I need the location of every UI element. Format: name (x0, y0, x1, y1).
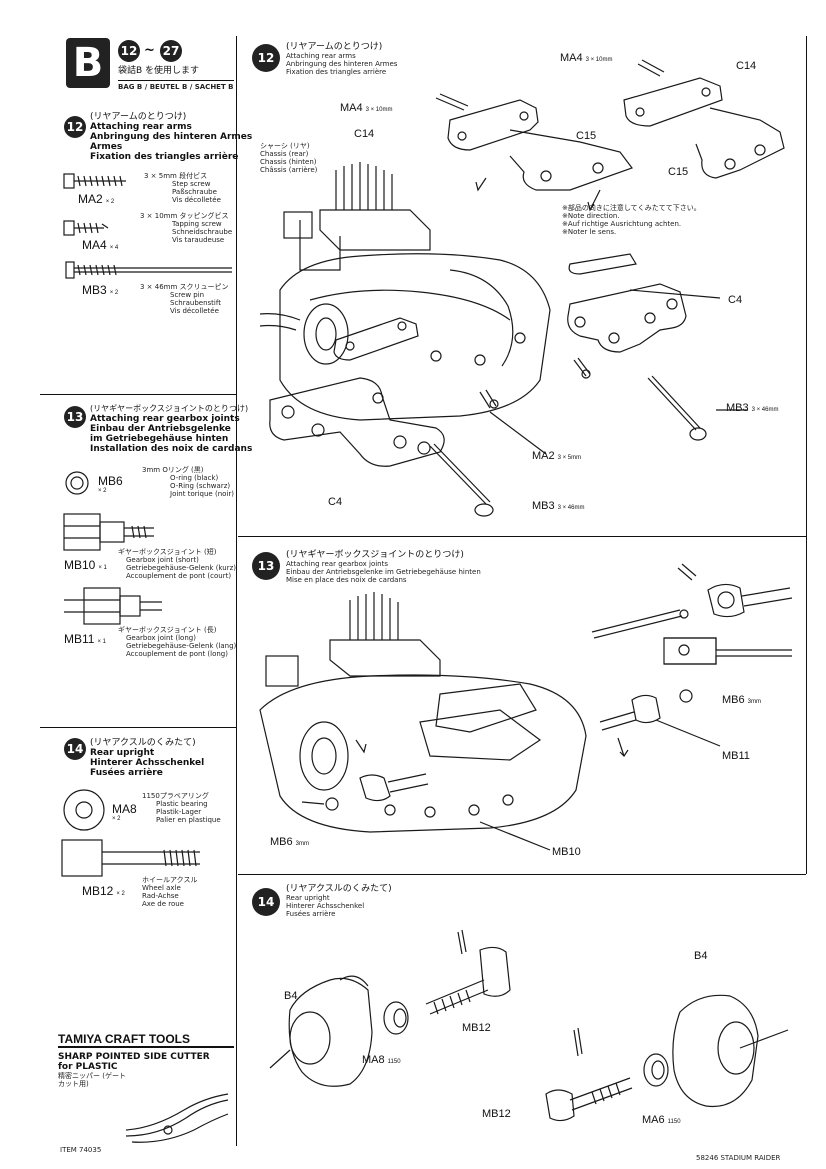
part-code-mb12: MB12× 2 (82, 884, 125, 898)
divider-step12-13 (238, 536, 806, 537)
ma8-bearing-icon (63, 789, 105, 831)
promo-box: TAMIYA CRAFT TOOLS SHARP POINTED SIDE CU… (58, 1032, 234, 1088)
diagram13-title: (リヤギヤーボックスジョイントのとりつけ) Attaching rear gea… (286, 550, 481, 584)
parts-step13-title: (リヤギヤーボックスジョイントのとりつけ) Attaching rear gea… (90, 404, 253, 454)
promo-line2: for PLASTIC (58, 1062, 118, 1072)
part-code-ma4: MA4× 4 (82, 238, 119, 252)
diagram14-assembly-drawing (269, 929, 789, 1122)
part-desc-ma2: 3 × 5mm 段付ビス Step screw Paßschraube Vis … (144, 172, 221, 204)
part-desc-ma4: 3 × 10mm タッピングビス Tapping screw Schneidsc… (140, 212, 233, 244)
mb6-oring-icon (65, 471, 89, 495)
diagram14-title: (リヤアクスルのくみたて) Rear upright Hinterer Achs… (286, 884, 392, 918)
divider-parts-12-13 (40, 394, 236, 395)
diagram12-label-c14-b: C14 (736, 60, 757, 72)
divider-right-edge (806, 36, 807, 874)
parts-step14-title: (リヤアクスルのくみたて) Rear upright Hinterer Achs… (90, 738, 205, 778)
part-code-mb11: MB11× 1 (64, 632, 106, 646)
diagram13-badge: 13 (252, 552, 280, 580)
part-code-mb3: MB3× 2 (82, 283, 119, 297)
part-code-ma8: MA8× 2 (112, 802, 137, 822)
divider-parts-13-14 (40, 727, 236, 728)
step-from-badge: 12 (118, 40, 140, 62)
mb11-joint-icon (64, 587, 162, 625)
part-code-ma2: MA2× 2 (78, 192, 115, 206)
bag-header: B 12 ~ 27 袋詰B を使用します BAG B / BEUTEL B / … (60, 38, 236, 94)
promo-line1: SHARP POINTED SIDE CUTTER (58, 1052, 210, 1062)
part-desc-mb6: 3mm Oリング (黒) O-ring (black) O-Ring (schw… (142, 466, 234, 498)
part-desc-mb3: 3 × 46mm スクリューピン Screw pin Schraubenstif… (140, 283, 229, 315)
diagram14-label-b4-b: B4 (694, 950, 708, 962)
part-desc-mb11: ギヤーボックスジョイント (長) Gearbox joint (long) Ge… (118, 626, 237, 658)
title-de: Anbringung des hinteren Armes (90, 132, 253, 142)
divider-vertical (236, 36, 237, 1146)
diagram12-label-c14-a: C14 (354, 128, 375, 140)
bag-letter-badge: B (66, 38, 110, 88)
promo-brand: TAMIYA CRAFT TOOLS (58, 1032, 234, 1048)
diagram12-badge: 12 (252, 44, 280, 72)
step-to-badge: 27 (160, 40, 182, 62)
side-cutter-image (125, 1093, 229, 1143)
parts-step13-badge: 13 (64, 406, 86, 428)
mb3-screw-pin-icon (65, 261, 232, 279)
ma2-screw-icon (63, 173, 126, 189)
ma4-screw-icon (63, 220, 109, 236)
bag-jp-text: 袋詰B を使用します (118, 66, 200, 76)
part-desc-ma8: 1150プラベアリング Plastic bearing Plastik-Lage… (142, 792, 221, 824)
part-code-mb6: MB6× 2 (98, 474, 123, 494)
diagram12-label-c4-b: C4 (328, 496, 343, 508)
promo-jp: 精密ニッパー (ゲート カット用) (58, 1072, 126, 1088)
diagram12-label-c4-a: C4 (728, 294, 743, 306)
part-code-mb10: MB10× 1 (64, 558, 107, 572)
parts-step14-badge: 14 (64, 738, 86, 760)
part-desc-mb10: ギヤーボックスジョイント (短) Gearbox joint (short) G… (118, 548, 236, 580)
diagram14-label-mb12-b: MB12 (482, 1108, 511, 1120)
part-desc-mb12: ホイールアクスル Wheel axle Rad-Achse Axe de rou… (142, 876, 198, 908)
parts-step12-badge: 12 (64, 116, 86, 138)
mb12-axle-icon (61, 839, 200, 877)
title-de-cont: Armes (90, 142, 123, 152)
diagram13-label-mb11: MB11 (722, 750, 750, 762)
diagram12-title: (リヤアームのとりつけ) Attaching rear arms Anbring… (286, 42, 398, 76)
title-en: Attaching rear arms (90, 122, 192, 132)
divider-step13-14 (238, 874, 806, 875)
step-range-dash: ~ (144, 43, 155, 58)
mb10-joint-icon (63, 513, 154, 551)
diagram14-label-mb12-a: MB12 (462, 1022, 491, 1034)
parts-step12-title: (リヤアームのとりつけ) Attaching rear arms Anbring… (90, 112, 252, 162)
diagram14-badge: 14 (252, 888, 280, 916)
diagram14-label-b4-a: B4 (284, 990, 298, 1002)
footer-right: 58246 STADIUM RAIDER (696, 1154, 781, 1162)
title-fr: Fixation des triangles arrière (90, 152, 239, 162)
chassis-rear-label: シャーシ (リヤ) Chassis (rear) Chassis (hinten… (260, 142, 318, 174)
diagram12-label-c15-b: C15 (668, 166, 689, 178)
promo-code: ITEM 74035 (60, 1146, 102, 1154)
diagram12-assembly-drawing (259, 59, 785, 517)
bag-multi-text: BAG B / BEUTEL B / SACHET B (118, 80, 234, 91)
title-jp: (リヤアームのとりつけ) (90, 112, 187, 122)
diagram12-label-c15-a: C15 (576, 130, 597, 142)
diagram13-assembly-drawing (259, 563, 793, 851)
direction-note: ※部品の向きに注意してくみたてて下さい。 ※Note direction. ※A… (562, 204, 701, 236)
diagram13-label-mb10: MB10 (552, 846, 581, 858)
